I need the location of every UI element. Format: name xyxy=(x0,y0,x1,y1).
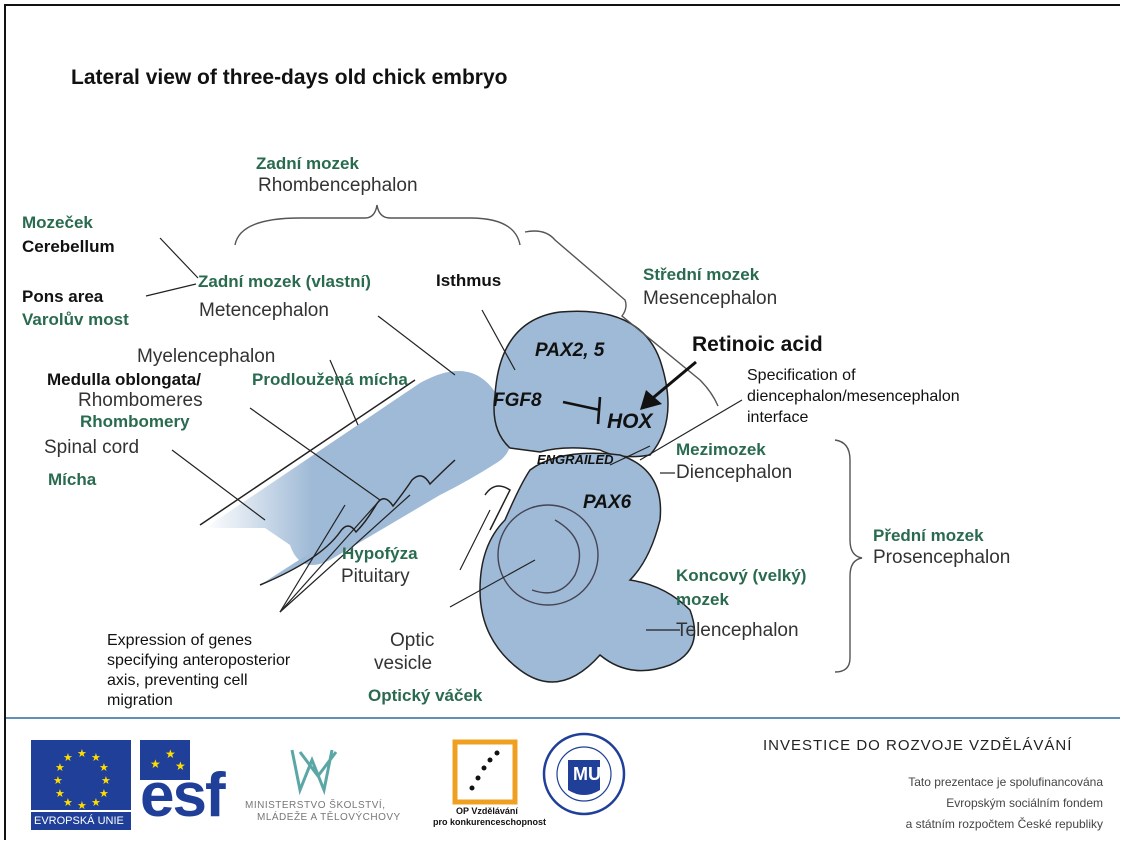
svg-text:★: ★ xyxy=(101,774,111,787)
label-varoluv-most: Varolův most xyxy=(22,310,129,329)
label-expression-1: Expression of genes xyxy=(107,632,252,649)
label-hox: HOX xyxy=(607,410,653,433)
label-mesencephalon: Mesencephalon xyxy=(643,288,778,309)
label-expression-3: axis, preventing cell xyxy=(107,672,248,689)
svg-text:★: ★ xyxy=(91,751,101,764)
slide-frame xyxy=(4,4,1120,840)
prosencephalon-shape xyxy=(479,452,696,683)
esf-logo-text: esf xyxy=(140,761,226,830)
label-pituitary: Pituitary xyxy=(341,566,410,587)
label-mezimozek: Mezimozek xyxy=(676,440,766,459)
investice-heading: INVESTICE DO ROZVOJE VZDĚLÁVÁNÍ xyxy=(763,737,1073,754)
svg-text:★: ★ xyxy=(77,747,87,760)
svg-text:★: ★ xyxy=(165,747,176,761)
svg-text:★: ★ xyxy=(91,796,101,809)
svg-text:★: ★ xyxy=(99,761,109,774)
label-rhombomeres: Rhombomeres xyxy=(78,390,203,411)
label-spinal-cord: Spinal cord xyxy=(44,437,140,458)
label-pax25: PAX2, 5 xyxy=(535,340,605,361)
label-hypofyza: Hypofýza xyxy=(342,544,418,563)
label-expression-2: specifying anteroposterior xyxy=(107,652,291,669)
optic-vesicle-outer xyxy=(497,504,599,606)
cofin-text-3: a státním rozpočtem České republiky xyxy=(905,817,1103,831)
label-koncovy-2: mozek xyxy=(676,590,729,609)
label-rhombomery: Rhombomery xyxy=(80,412,190,431)
label-stredni-mozek: Střední mozek xyxy=(643,265,760,284)
svg-text:★: ★ xyxy=(55,787,65,800)
eu-stars: ★★★ ★★★ ★★★ ★★★ xyxy=(53,747,111,812)
optic-vesicle-inner xyxy=(531,519,581,594)
cofin-text-2: Evropským sociálním fondem xyxy=(946,796,1103,810)
label-mozecek: Mozeček xyxy=(22,213,93,232)
retinoic-acid-arrow xyxy=(647,360,697,404)
label-myelencephalon: Myelencephalon xyxy=(137,346,276,367)
label-zadni-mozek-vlastni: Zadní mozek (vlastní) xyxy=(198,272,371,291)
label-metencephalon: Metencephalon xyxy=(199,300,329,321)
mesencephalon-bracket xyxy=(524,230,719,407)
label-prodlouzena-micha: Prodloužená mícha xyxy=(252,370,408,389)
label-opticky-vacek: Optický váček xyxy=(368,686,483,705)
prosencephalon-bracket xyxy=(834,439,863,673)
op-logo-icon xyxy=(452,739,518,805)
label-vesicle: vesicle xyxy=(374,653,433,674)
op-caption-2: pro konkurenceschopnost xyxy=(433,817,547,827)
hindbrain-tube-shape xyxy=(205,370,512,565)
esf-flag xyxy=(140,740,190,780)
spinal-cord-outline xyxy=(199,379,416,526)
svg-text:★: ★ xyxy=(150,757,161,771)
label-medulla-oblongata: Medulla oblongata/ xyxy=(47,370,201,389)
svg-text:★: ★ xyxy=(63,751,73,764)
label-optic: Optic xyxy=(390,630,435,651)
label-isthmus: Isthmus xyxy=(436,271,502,290)
retinoic-acid-arrowhead xyxy=(640,390,662,410)
svg-text:★: ★ xyxy=(99,787,109,800)
mu-monogram: MU xyxy=(573,764,601,784)
label-rhombencephalon: Rhombencephalon xyxy=(258,175,418,196)
eu-flag xyxy=(31,740,131,810)
svg-text:★: ★ xyxy=(55,761,65,774)
label-micha: Mícha xyxy=(48,470,97,489)
eu-caption: EVROPSKÁ UNIE xyxy=(34,815,124,827)
pituitary-shape xyxy=(484,485,511,531)
rhombomere-outline xyxy=(259,459,456,586)
svg-text:★: ★ xyxy=(77,799,87,812)
label-prosencephalon: Prosencephalon xyxy=(873,547,1011,568)
label-fgf8: FGF8 xyxy=(493,390,542,411)
label-engrailed: ENGRAILED xyxy=(537,452,614,467)
label-pons-area: Pons area xyxy=(22,287,104,306)
msmt-caption-1: MINISTERSTVO ŠKOLSTVÍ, xyxy=(245,800,386,811)
svg-text:★: ★ xyxy=(53,774,63,787)
label-retinoic-acid: Retinoic acid xyxy=(692,333,823,356)
label-specification-1: Specification of xyxy=(747,367,856,384)
label-pax6: PAX6 xyxy=(583,492,632,513)
label-telencephalon: Telencephalon xyxy=(676,620,799,641)
svg-text:★: ★ xyxy=(175,759,186,773)
label-predni-mozek: Přední mozek xyxy=(873,526,984,545)
label-specification-3: interface xyxy=(747,409,809,426)
eu-caption-bar xyxy=(31,812,131,830)
slide-title: Lateral view of three-days old chick emb… xyxy=(71,66,508,89)
msmt-logo-icon xyxy=(290,749,338,796)
label-cerebellum: Cerebellum xyxy=(22,237,115,256)
svg-text:★: ★ xyxy=(63,796,73,809)
label-zadni-mozek: Zadní mozek xyxy=(256,154,359,173)
mesencephalon-shape xyxy=(493,310,669,458)
label-expression-4: migration xyxy=(107,692,173,709)
op-caption-1: OP Vzdělávání xyxy=(456,806,518,816)
label-specification-2: diencephalon/mesencephalon xyxy=(747,388,960,405)
inhibition-line xyxy=(562,396,602,425)
msmt-caption-2: MLÁDEŽE A TĚLOVÝCHOVY xyxy=(257,812,401,823)
label-diencephalon: Diencephalon xyxy=(676,462,793,483)
cofin-text-1: Tato prezentace je spolufinancována xyxy=(908,775,1103,789)
rhombencephalon-bracket xyxy=(234,204,521,246)
label-koncovy-1: Koncový (velký) xyxy=(676,566,807,585)
